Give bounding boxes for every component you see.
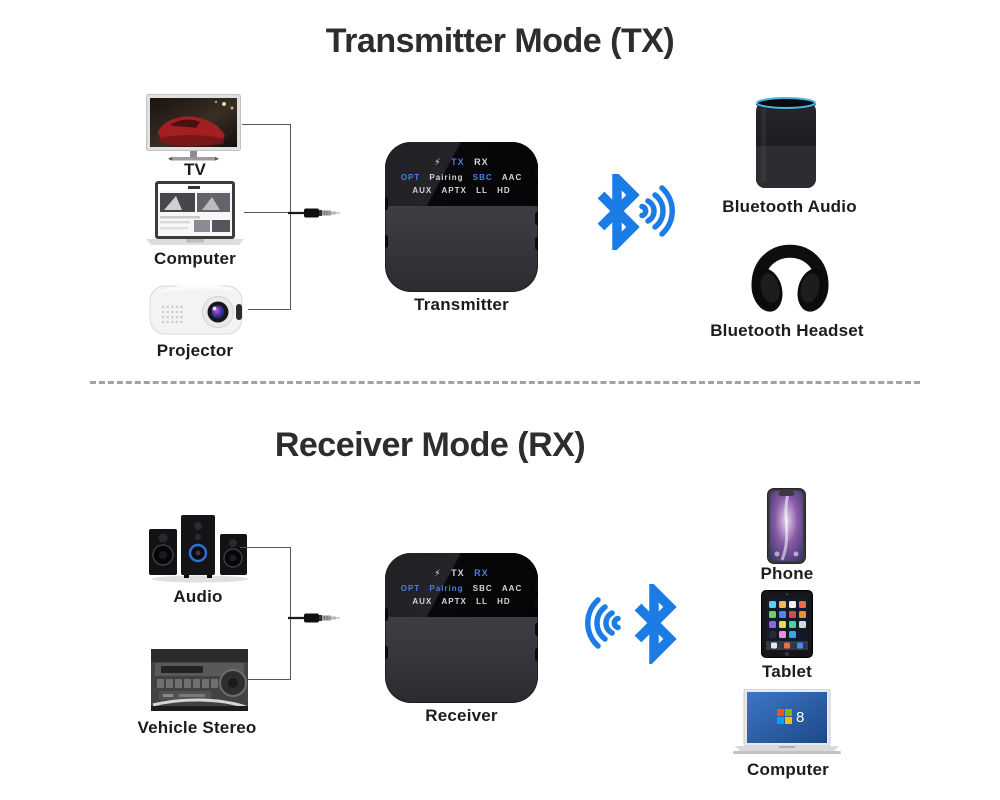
bluetooth-headset-label: Bluetooth Headset <box>710 321 864 340</box>
headphones-icon <box>751 244 829 312</box>
opt-indicator: OPT <box>400 584 421 593</box>
transmitter-display-row3: AUX APTX LL HD <box>385 186 538 195</box>
tv-label: TV <box>183 160 207 179</box>
audio-source-label: Audio <box>173 587 223 606</box>
aux-indicator: AUX <box>412 597 433 606</box>
transmitter-display-row2: OPT Pairing SBC AAC <box>385 173 538 182</box>
vehicle-stereo-icon <box>151 649 248 711</box>
projector-icon <box>149 283 243 335</box>
side-button <box>535 185 538 198</box>
power-bolt-icon: ⚡ <box>434 568 442 578</box>
aac-indicator: AAC <box>501 584 523 593</box>
receiver-label: Receiver <box>425 706 498 725</box>
computer-target-label: Computer <box>747 760 829 779</box>
tx-indicator: TX <box>451 157 465 167</box>
side-button <box>535 623 538 636</box>
tx-line-tv <box>242 124 290 125</box>
rx-line-vertical <box>290 547 291 680</box>
aptx-indicator: APTX <box>441 597 467 606</box>
tx-section-title: Transmitter Mode (TX) <box>325 22 675 60</box>
transmitter-display-row1: ⚡ TX RX <box>385 157 538 168</box>
transmitter-label: Transmitter <box>414 295 509 314</box>
side-button <box>535 578 538 591</box>
side-button <box>535 648 538 661</box>
side-button <box>535 212 538 225</box>
rx-section-title: Receiver Mode (RX) <box>274 426 586 464</box>
projector-label: Projector <box>156 341 234 360</box>
pairing-indicator: Pairing <box>429 173 464 182</box>
tv-icon <box>146 94 241 161</box>
rx-indicator: RX <box>474 157 489 167</box>
aux-jack-rx-icon <box>288 613 340 623</box>
pairing-indicator: Pairing <box>429 584 464 593</box>
receiver-display-row3: AUX APTX LL HD <box>385 597 538 606</box>
bluetooth-signal-rx-icon <box>585 584 677 664</box>
transmitter-display-panel: ⚡ TX RX OPT Pairing SBC AAC AUX APTX LL … <box>385 142 538 206</box>
sbc-indicator: SBC <box>472 173 493 182</box>
tx-line-projector <box>248 309 290 310</box>
rx-indicator: RX <box>474 568 489 578</box>
tx-line-vertical <box>290 124 291 310</box>
ll-indicator: LL <box>476 597 488 606</box>
aptx-indicator: APTX <box>441 186 467 195</box>
side-button <box>535 237 538 250</box>
side-button <box>385 646 388 659</box>
phone-label: Phone <box>760 564 814 583</box>
section-divider <box>90 381 920 384</box>
bluetooth-signal-tx-icon <box>597 174 675 250</box>
vehicle-stereo-label: Vehicle Stereo <box>137 718 257 737</box>
aux-jack-tx-icon <box>288 208 340 218</box>
hd-indicator: HD <box>497 597 511 606</box>
tablet-label: Tablet <box>761 662 812 681</box>
sbc-indicator: SBC <box>472 584 493 593</box>
smart-speaker-icon <box>756 97 816 188</box>
tx-line-computer <box>244 212 290 213</box>
rx-line-vehicle <box>248 679 290 680</box>
side-button <box>385 197 388 210</box>
side-button <box>535 596 538 609</box>
computer-source-label: Computer <box>154 249 236 268</box>
receiver-display-panel: ⚡ TX RX OPT Pairing SBC AAC AUX APTX LL … <box>385 553 538 617</box>
ll-indicator: LL <box>476 186 488 195</box>
laptop-icon: 8 <box>733 689 841 754</box>
aac-indicator: AAC <box>501 173 523 182</box>
tablet-icon <box>761 590 813 658</box>
power-bolt-icon: ⚡ <box>434 157 442 167</box>
side-button <box>385 608 388 621</box>
opt-indicator: OPT <box>400 173 421 182</box>
tx-indicator: TX <box>451 568 465 578</box>
hd-indicator: HD <box>497 186 511 195</box>
transmitter-device: ⚡ TX RX OPT Pairing SBC AAC AUX APTX LL … <box>385 142 538 292</box>
windows-8-text: 8 <box>796 709 804 726</box>
receiver-display-row2: OPT Pairing SBC AAC <box>385 584 538 593</box>
phone-icon <box>767 488 806 564</box>
computer-icon <box>146 181 244 245</box>
side-button <box>385 235 388 248</box>
side-button <box>535 167 538 180</box>
speaker-system-icon <box>149 515 248 583</box>
rx-line-audio <box>240 547 290 548</box>
aux-indicator: AUX <box>412 186 433 195</box>
receiver-device: ⚡ TX RX OPT Pairing SBC AAC AUX APTX LL … <box>385 553 538 703</box>
bluetooth-audio-label: Bluetooth Audio <box>722 197 857 216</box>
receiver-display-row1: ⚡ TX RX <box>385 568 538 579</box>
